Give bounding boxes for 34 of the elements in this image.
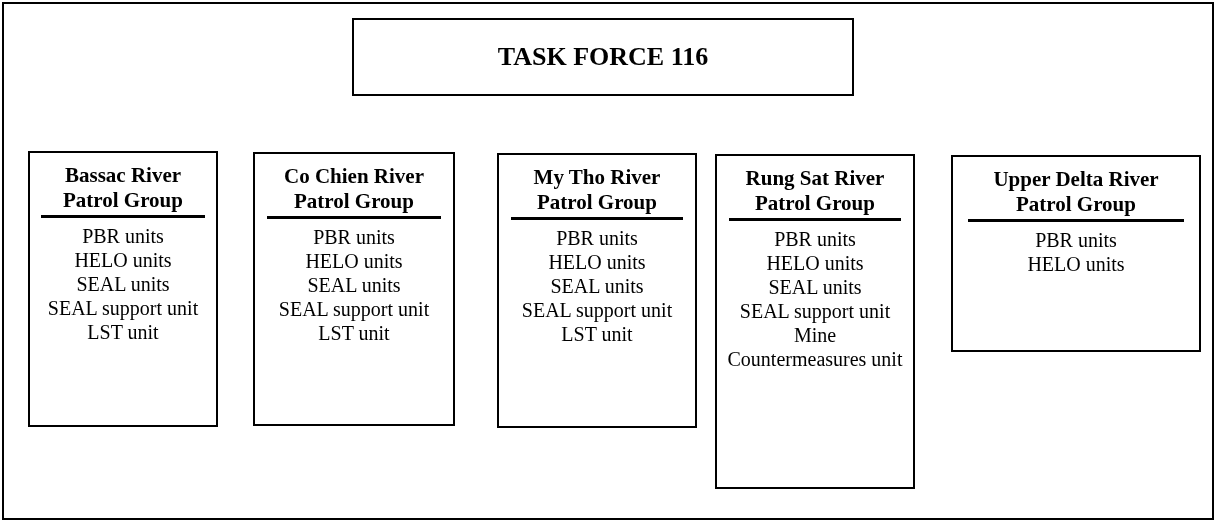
group-heading: Co Chien River Patrol Group — [266, 164, 442, 219]
group-box — [951, 155, 1201, 352]
unit-item: SEAL units — [767, 275, 863, 299]
unit-item: HELO units — [1026, 252, 1126, 276]
chart-title: TASK FORCE 116 — [497, 42, 709, 72]
group-box — [715, 154, 915, 489]
unit-item: LST unit — [86, 320, 160, 344]
title-box — [352, 18, 854, 96]
unit-item: PBR units — [1034, 228, 1118, 252]
group-heading: My Tho River Patrol Group — [510, 165, 684, 220]
unit-item: SEAL support unit — [277, 297, 431, 321]
unit-item: HELO units — [73, 248, 173, 272]
unit-item: PBR units — [555, 226, 639, 250]
unit-item: Mine Countermeasures unit — [726, 323, 904, 371]
unit-item: LST unit — [560, 322, 634, 346]
group-heading: Bassac River Patrol Group — [41, 163, 205, 218]
unit-item: SEAL support unit — [738, 299, 892, 323]
group-heading: Upper Delta River Patrol Group — [967, 167, 1185, 222]
unit-item: SEAL support unit — [520, 298, 674, 322]
unit-item: PBR units — [81, 224, 165, 248]
unit-item: LST unit — [317, 321, 391, 345]
unit-item: HELO units — [547, 250, 647, 274]
unit-item: HELO units — [304, 249, 404, 273]
unit-item: SEAL units — [306, 273, 402, 297]
unit-item: PBR units — [312, 225, 396, 249]
group-box — [253, 152, 455, 426]
unit-item: SEAL support unit — [46, 296, 200, 320]
group-box — [28, 151, 218, 427]
group-heading: Rung Sat River Patrol Group — [728, 166, 902, 221]
group-box — [497, 153, 697, 428]
unit-item: SEAL units — [549, 274, 645, 298]
unit-item: HELO units — [765, 251, 865, 275]
unit-item: PBR units — [773, 227, 857, 251]
unit-item: SEAL units — [75, 272, 171, 296]
